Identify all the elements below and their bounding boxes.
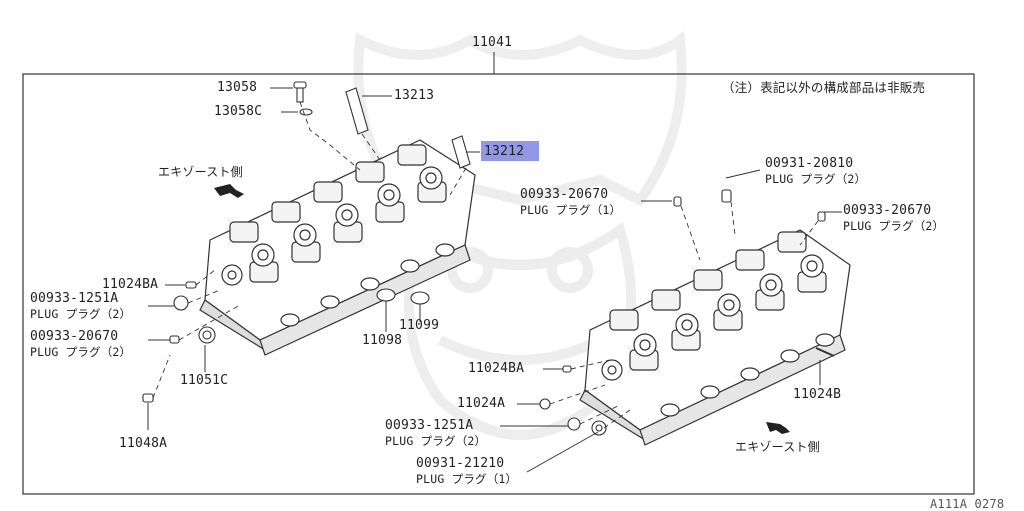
part-11024B-label[interactable]: 11024B (793, 387, 842, 402)
cylinder-head-left (199, 139, 476, 356)
leader-lines (147, 87, 842, 473)
small-parts (142, 81, 835, 436)
plug-qty-2-label-d: PLUG プラグ（2） (843, 219, 945, 233)
part-00931-21210-label[interactable]: 00931-21210 (416, 456, 505, 471)
plug-qty-2-label-a: PLUG プラグ（2） (30, 307, 132, 321)
selected-part-highlight[interactable] (481, 141, 539, 161)
exhaust-arrow-right-icon (766, 422, 790, 434)
part-00933-20670-label-left[interactable]: 00933-20670 (30, 329, 119, 344)
assembly-frame (22, 73, 975, 495)
part-11099-label[interactable]: 11099 (399, 318, 440, 333)
assembly-dashes (152, 101, 819, 429)
part-11024BA-label-bottom[interactable]: 11024BA (468, 361, 525, 376)
figure-code: A111A 0278 (930, 497, 1005, 511)
cylinder-head-right (579, 229, 851, 446)
part-13058-label[interactable]: 13058 (217, 80, 258, 95)
plug-qty-1-label-b: PLUG プラグ（1） (416, 472, 518, 486)
part-00931-20810-label[interactable]: 00931-20810 (765, 156, 854, 171)
plug-qty-1-label-a: PLUG プラグ（1） (520, 203, 622, 217)
part-11098-label[interactable]: 11098 (362, 333, 403, 348)
parts-note: （注）表記以外の構成部品は非販売 (722, 80, 926, 95)
part-11048A-label[interactable]: 11048A (119, 436, 168, 451)
exhaust-side-label-left: エキゾースト側 (158, 165, 243, 179)
exhaust-arrow-left-icon (214, 184, 244, 198)
exhaust-side-label-right: エキゾースト側 (735, 440, 820, 454)
part-11024A-label[interactable]: 11024A (457, 396, 506, 411)
part-13058C-label[interactable]: 13058C (214, 104, 263, 119)
assembly-number-label[interactable]: 11041 (472, 35, 513, 50)
plug-qty-2-label-b: PLUG プラグ（2） (30, 345, 132, 359)
plug-qty-2-label-e: PLUG プラグ（2） (385, 434, 487, 448)
part-00933-1251A-label-bottom[interactable]: 00933-1251A (385, 418, 474, 433)
part-00933-20670-label-right[interactable]: 00933-20670 (843, 203, 932, 218)
part-13212-label[interactable]: 13212 (484, 145, 525, 159)
part-11051C-label[interactable]: 11051C (180, 373, 229, 388)
part-00933-1251A-label-left[interactable]: 00933-1251A (30, 291, 119, 306)
part-00933-20670-label-mid[interactable]: 00933-20670 (520, 187, 609, 202)
part-11024BA-label-top[interactable]: 11024BA (102, 277, 159, 292)
part-13213-label[interactable]: 13213 (394, 88, 435, 103)
plug-qty-2-label-c: PLUG プラグ（2） (765, 172, 867, 186)
